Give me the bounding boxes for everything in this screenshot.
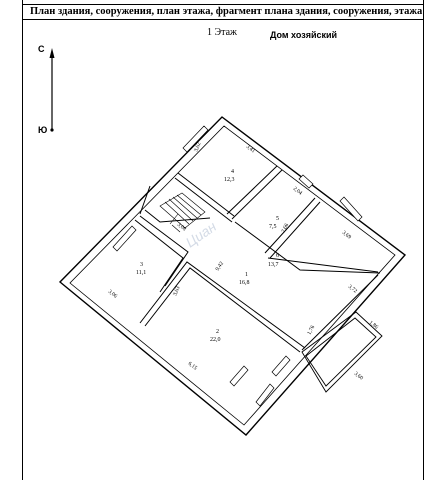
house-label: Дом хозяйский	[270, 30, 338, 40]
room-3-area: 11,1	[136, 270, 146, 276]
room-4-number: 4	[231, 169, 234, 175]
dimension-label: 2,04	[292, 186, 303, 197]
room-1-area: 16,8	[239, 280, 250, 286]
room-2-area: 22,0	[210, 337, 221, 343]
room-4-area: 12,3	[224, 177, 235, 183]
room-5-area: 7,5	[269, 224, 277, 230]
windows	[112, 125, 363, 407]
room-6-area: 13,7	[268, 262, 279, 268]
room-labels: 6 13,7 5 7,5 4 12,3 3 11,1 2 22,0 1 16,8	[136, 169, 279, 343]
staircase	[159, 192, 206, 229]
floor-label: 1 Этаж	[207, 27, 237, 38]
dimension-label: 1,86	[368, 320, 379, 331]
compass-south-label: Ю	[38, 125, 48, 135]
compass-north-label: С	[38, 44, 45, 54]
dimension-label: 2,66	[280, 222, 290, 234]
room-3-number: 3	[140, 262, 143, 268]
compass-arrow	[49, 48, 55, 132]
dimension-label: 3,72	[347, 284, 358, 295]
terrace	[301, 311, 383, 393]
dimension-label: 3,08	[176, 222, 187, 233]
dimension-label: 3,41	[245, 144, 256, 155]
dimension-label: 1,76	[306, 324, 316, 336]
room-6-number: 6	[276, 253, 279, 259]
dimension-label: 6,15	[187, 361, 198, 372]
dimension-label: 3,63	[172, 285, 181, 296]
interior-walls	[134, 165, 381, 353]
dimension-label: 9,42	[215, 261, 225, 273]
dimension-label: 3,69	[341, 230, 352, 241]
room-2-number: 2	[216, 329, 219, 335]
outer-walls	[58, 116, 407, 436]
dimension-label: 3,62	[193, 141, 202, 152]
page-title: План здания, сооружения, план этажа, фра…	[22, 4, 424, 20]
dimension-labels: 3,62 3,41 2,04 2,66 3,69 3,08 9,42 3,63 …	[107, 141, 379, 381]
dimension-label: 3,06	[107, 289, 118, 300]
room-1-number: 1	[245, 272, 248, 278]
dimension-label: 3,60	[353, 371, 364, 382]
stair-arrow	[171, 224, 181, 233]
drawing-frame	[22, 0, 424, 480]
room-5-number: 5	[276, 216, 279, 222]
